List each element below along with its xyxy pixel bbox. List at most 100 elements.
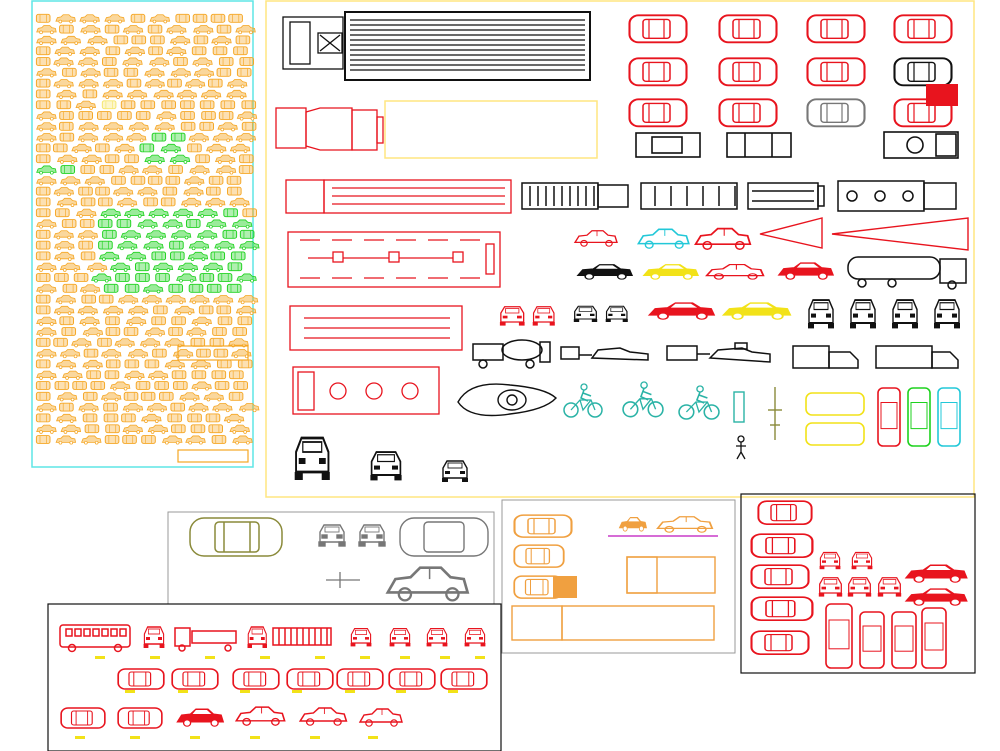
- catalog-vehicle: [169, 154, 191, 164]
- yellow-label-mark: [205, 656, 215, 659]
- car-top-view: [718, 14, 778, 44]
- catalog-vehicle: [170, 68, 191, 78]
- catalog-vehicle: [35, 273, 51, 282]
- catalog-vehicle: [122, 435, 137, 444]
- catalog-vehicle: [57, 154, 78, 164]
- catalog-vehicle: [137, 219, 158, 229]
- catalog-vehicle: [56, 413, 77, 423]
- catalog-vehicle: [105, 46, 121, 56]
- catalog-vehicle: [144, 79, 165, 89]
- catalog-vehicle: [78, 111, 94, 120]
- catalog-vehicle: [237, 359, 253, 369]
- catalog-vehicle: [60, 424, 81, 434]
- catalog-vehicle: [142, 165, 163, 175]
- car-side: [359, 708, 403, 727]
- car-top-view: [117, 668, 165, 690]
- car-top-view: [893, 57, 953, 87]
- yellow-label-mark: [475, 656, 485, 659]
- truck-front-view: [246, 626, 268, 649]
- catalog-vehicle: [161, 100, 176, 110]
- catalog-vehicle: [148, 46, 163, 56]
- catalog-vehicle: [101, 100, 117, 110]
- catalog-vehicle: [154, 381, 169, 390]
- car-top-view-vertical: [877, 387, 901, 447]
- catalog-vehicle: [53, 187, 74, 197]
- catalog-vehicle: [140, 391, 156, 401]
- yellow-limo-side: [722, 301, 792, 321]
- catalog-vehicle: [242, 208, 257, 218]
- car-front-view: [389, 627, 411, 647]
- catalog-vehicle: [148, 208, 169, 218]
- catalog-vehicle: [174, 305, 195, 315]
- black-car-front: [573, 305, 598, 323]
- catalog-vehicle: [216, 24, 232, 34]
- catalog-vehicle: [166, 25, 187, 35]
- catalog-vehicle: [101, 392, 122, 402]
- red-trailer-top-3: [289, 305, 463, 351]
- catalog-vehicle: [103, 402, 118, 412]
- red-truck-side: [174, 627, 237, 652]
- catalog-vehicle: [230, 251, 246, 261]
- catalog-vehicle: [80, 25, 101, 35]
- catalog-vehicle: [173, 381, 188, 390]
- catalog-vehicle: [168, 327, 183, 336]
- catalog-vehicle: [105, 359, 121, 369]
- catalog-vehicle: [239, 229, 255, 239]
- catalog-vehicle: [217, 273, 233, 282]
- catalog-vehicle: [55, 295, 76, 305]
- catalog-vehicle: [123, 67, 139, 77]
- catalog-vehicle: [155, 273, 170, 282]
- catalog-vehicle: [99, 165, 115, 174]
- catalog-vehicle: [218, 57, 234, 66]
- red-car-top-vertical: [859, 611, 885, 669]
- catalog-vehicle: [208, 424, 223, 434]
- catalog-vehicle: [81, 294, 97, 304]
- yellow-trailer-outline: [384, 100, 598, 159]
- catalog-vehicle: [172, 208, 194, 218]
- catalog-vehicle: [98, 240, 113, 250]
- catalog-vehicle: [223, 413, 245, 423]
- catalog-vehicle: [153, 89, 174, 99]
- catalog-vehicle: [35, 413, 51, 423]
- catalog-vehicle: [165, 295, 186, 305]
- car-top-view: [806, 57, 866, 87]
- catalog-vehicle: [35, 229, 51, 239]
- catalog-vehicle: [212, 46, 228, 56]
- red-car-front: [818, 577, 843, 598]
- middle-gray-panel: [167, 511, 495, 605]
- catalog-vehicle: [228, 13, 243, 23]
- catalog-vehicle: [210, 251, 226, 261]
- catalog-vehicle: [35, 13, 51, 23]
- catalog-vehicle: [36, 219, 57, 229]
- catalog-vehicle: [103, 283, 119, 293]
- hatchback-side: [299, 707, 348, 726]
- catalog-vehicle: [100, 208, 121, 218]
- catalog-vehicle: [78, 403, 99, 413]
- catalog-vehicle: [35, 305, 51, 315]
- catalog-vehicle: [197, 230, 218, 240]
- catalog-vehicle: [35, 381, 51, 390]
- red-car-rear: [532, 306, 556, 327]
- red-pickup-side: [777, 262, 834, 280]
- catalog-vehicle: [59, 121, 74, 131]
- catalog-vehicle: [113, 35, 129, 45]
- red-car-front: [847, 577, 872, 598]
- catalog-vehicle: [202, 262, 223, 272]
- catalog-vehicle: [188, 241, 210, 251]
- catalog-vehicle: [124, 46, 145, 56]
- yellow-label-mark: [368, 736, 378, 739]
- catalog-vehicle: [60, 262, 81, 272]
- catalog-vehicle: [36, 316, 57, 326]
- catalog-vehicle: [103, 67, 119, 77]
- catalog-vehicle: [201, 111, 216, 120]
- catalog-vehicle: [110, 381, 131, 391]
- car-top-view: [806, 14, 866, 44]
- catalog-vehicle: [212, 403, 233, 413]
- catalog-vehicle: [104, 370, 120, 380]
- catalog-vehicle: [127, 349, 149, 359]
- yellow-label-mark: [178, 690, 188, 693]
- yellow-label-mark: [315, 656, 325, 659]
- catalog-vehicle: [126, 78, 142, 88]
- catalog-vehicle: [171, 316, 186, 326]
- catalog-vehicle: [212, 133, 233, 143]
